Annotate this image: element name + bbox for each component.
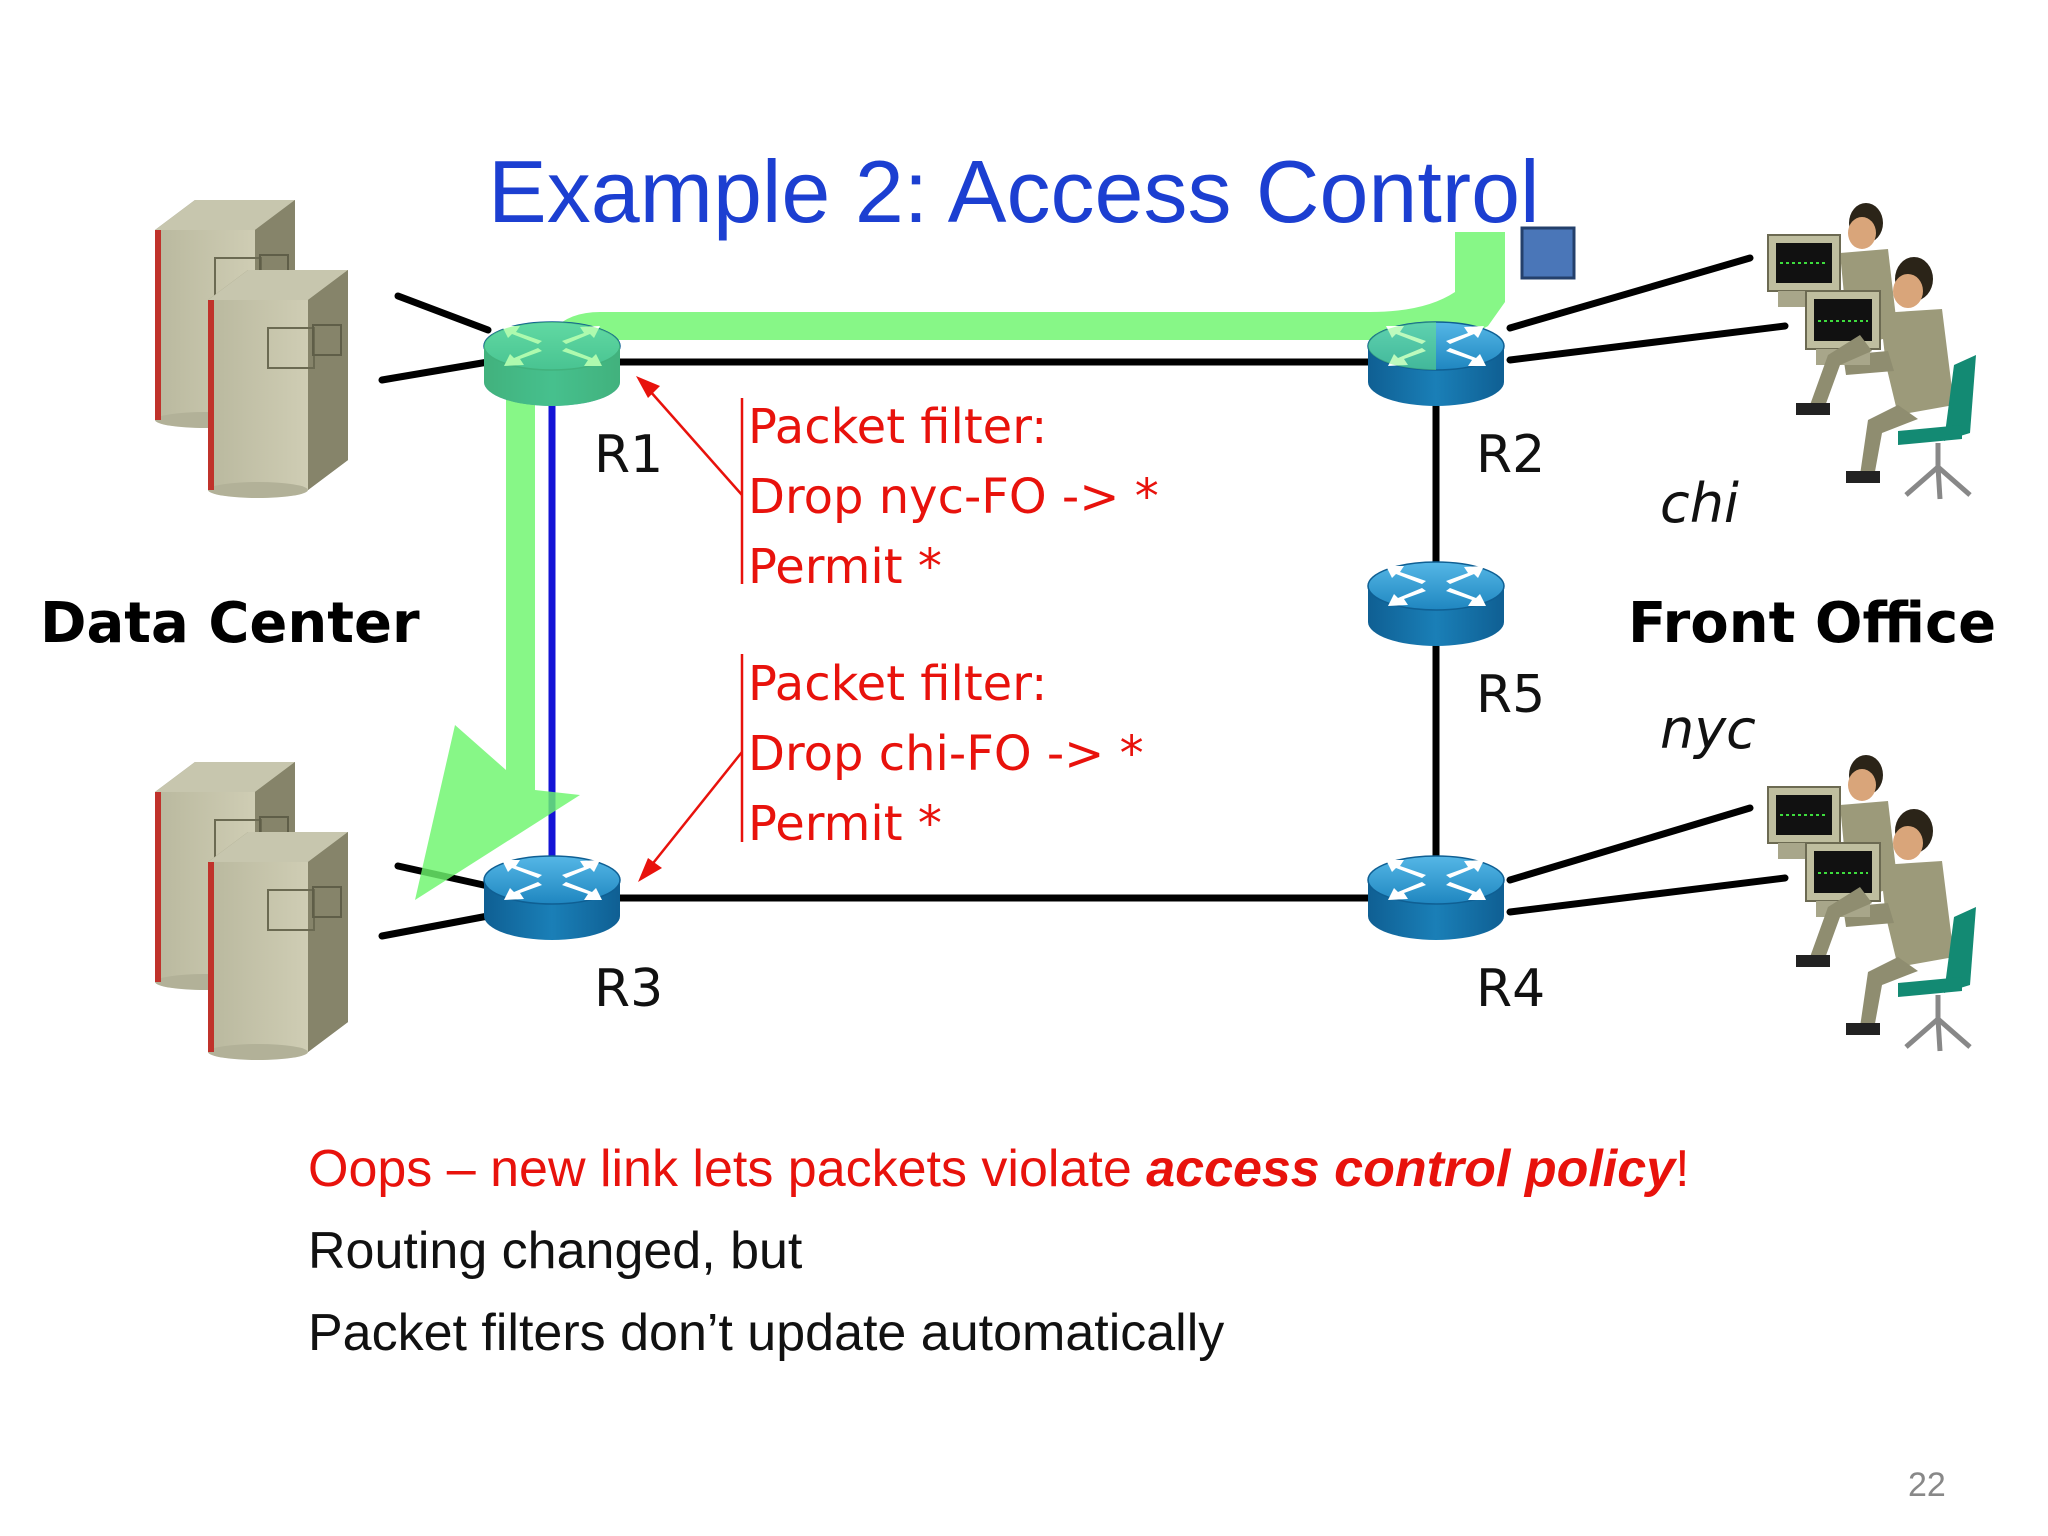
filter-r3-line1: Packet filter: — [748, 656, 1047, 712]
access-links — [378, 254, 1789, 940]
data-center-servers-top — [154, 199, 349, 499]
router-r1[interactable] — [483, 321, 621, 407]
core-links — [548, 358, 1440, 902]
note-oops-suffix: ! — [1675, 1140, 1689, 1198]
router-r2-label: R2 — [1476, 425, 1545, 485]
front-office-chi-workstations — [1768, 203, 1976, 499]
filter-r3-line2: Drop chi-FO -> * — [748, 726, 1144, 782]
note-filters-no-update: Packet filters don’t update automaticall… — [308, 1304, 1224, 1362]
router-r5[interactable] — [1367, 561, 1505, 647]
router-r4-label: R4 — [1476, 959, 1545, 1019]
note-oops-prefix: Oops – new link lets packets violate — [308, 1140, 1146, 1198]
data-center-label: Data Center — [40, 591, 420, 656]
note-oops: Oops – new link lets packets violate acc… — [308, 1140, 1690, 1198]
filter-r1-line1: Packet filter: — [748, 399, 1047, 455]
router-r3-label: R3 — [594, 959, 663, 1019]
data-center-servers-bottom — [154, 761, 349, 1061]
packet-filter-r1: Packet filter: Drop nyc-FO -> * Permit * — [636, 376, 1159, 595]
router-r3[interactable] — [483, 855, 621, 941]
note-oops-emphasis: access control policy — [1146, 1140, 1678, 1198]
page-number: 22 — [1908, 1466, 1946, 1504]
note-routing-changed: Routing changed, but — [308, 1222, 803, 1280]
front-office-nyc-workstations — [1768, 755, 1976, 1051]
slide-title: Example 2: Access Control — [488, 142, 1540, 241]
chi-label: chi — [1660, 472, 1739, 535]
packet-filter-r3: Packet filter: Drop chi-FO -> * Permit * — [638, 654, 1144, 882]
router-r4[interactable] — [1367, 855, 1505, 941]
flow-source-square — [1520, 226, 1576, 280]
filter-r1-line2: Drop nyc-FO -> * — [748, 469, 1159, 525]
router-r5-label: R5 — [1476, 665, 1545, 725]
nyc-label: nyc — [1660, 698, 1756, 761]
filter-r1-line3: Permit * — [748, 539, 942, 595]
front-office-label: Front Office — [1628, 591, 1996, 656]
router-r1-label: R1 — [594, 425, 663, 485]
filter-r3-line3: Permit * — [748, 796, 942, 852]
router-r2[interactable] — [1367, 321, 1505, 407]
